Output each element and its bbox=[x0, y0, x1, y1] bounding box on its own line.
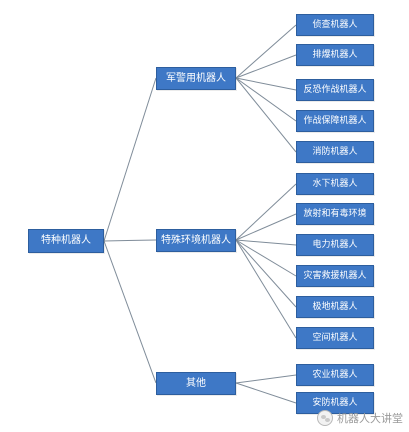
connector-root-cat1 bbox=[103, 239, 157, 242]
leaf-node-agriculture: 农业机器人 bbox=[296, 364, 374, 386]
connector-cat1-leaf5 bbox=[235, 183, 297, 241]
leaf-node-counter-terror: 反恐作战机器人 bbox=[296, 79, 374, 101]
connector-cat0-leaf1 bbox=[235, 54, 297, 79]
watermark-text: 机器人大讲堂 bbox=[337, 412, 403, 425]
connector-cat1-leaf10 bbox=[235, 239, 297, 339]
category-node-special-environment: 特殊环境机器人 bbox=[156, 229, 236, 252]
connector-cat0-leaf4 bbox=[235, 77, 297, 153]
leaf-node-space: 空间机器人 bbox=[296, 327, 374, 349]
leaf-node-firefighting: 消防机器人 bbox=[296, 141, 374, 163]
leaf-node-radiation-toxic: 放射和有毒环境 bbox=[296, 203, 374, 225]
connector-cat2-leaf12 bbox=[235, 382, 297, 404]
connector-root-cat0 bbox=[103, 77, 157, 242]
category-node-other: 其他 bbox=[156, 372, 236, 395]
connector-cat0-leaf3 bbox=[235, 77, 297, 122]
connector-cat1-leaf9 bbox=[235, 239, 297, 308]
leaf-node-combat-support: 作战保障机器人 bbox=[296, 110, 374, 132]
connector-cat0-leaf2 bbox=[235, 77, 297, 91]
leaf-node-underwater: 水下机器人 bbox=[296, 173, 374, 195]
leaf-node-disaster-rescue: 灾害救援机器人 bbox=[296, 265, 374, 287]
connector-cat2-leaf11 bbox=[235, 374, 297, 384]
wechat-icon bbox=[317, 410, 333, 426]
watermark: 机器人大讲堂 bbox=[317, 410, 403, 426]
leaf-node-polar: 极地机器人 bbox=[296, 296, 374, 318]
leaf-node-security: 安防机器人 bbox=[296, 392, 374, 414]
connector-cat1-leaf6 bbox=[235, 213, 297, 241]
category-node-military: 军警用机器人 bbox=[156, 67, 236, 90]
connector-cat1-leaf8 bbox=[235, 239, 297, 277]
connector-cat1-leaf7 bbox=[235, 239, 297, 246]
leaf-node-reconnaissance: 侦查机器人 bbox=[296, 14, 374, 36]
root-node: 特种机器人 bbox=[28, 229, 104, 253]
leaf-node-bomb-disposal: 排爆机器人 bbox=[296, 44, 374, 66]
connector-root-cat2 bbox=[103, 240, 157, 384]
leaf-node-power: 电力机器人 bbox=[296, 234, 374, 256]
connector-cat0-leaf0 bbox=[235, 24, 297, 79]
